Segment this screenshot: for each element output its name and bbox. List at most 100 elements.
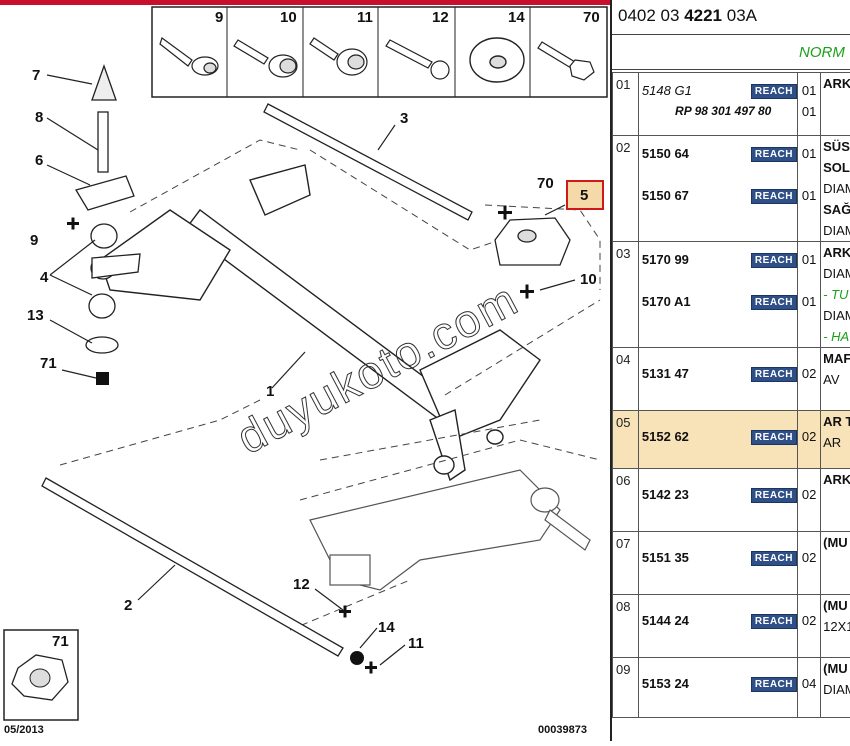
diagram-date: 05/2013: [4, 724, 44, 736]
description-line: DIAM: [821, 305, 850, 326]
hex-bolt-icon: [538, 42, 594, 80]
icon-num-14: 14: [508, 9, 525, 26]
norm-header: NORM: [612, 34, 850, 70]
quantity: 02: [802, 613, 816, 628]
description-line: 12X1: [821, 616, 850, 637]
replacement-part-number[interactable]: RP 98 301 497 80: [675, 104, 771, 118]
quantity: 01: [802, 104, 816, 119]
quantity: 01: [802, 146, 816, 161]
reach-badge: REACH: [751, 295, 797, 310]
row-index: 03: [613, 242, 639, 348]
row-index: 02: [613, 136, 639, 242]
reach-badge: REACH: [751, 253, 797, 268]
description-cell: (MU12X1: [821, 595, 850, 658]
left-parts-stack: [76, 66, 140, 353]
description-line: AR T: [821, 411, 850, 432]
part-number[interactable]: 5142 23: [642, 487, 689, 502]
row-index: 08: [613, 595, 639, 658]
description-line: MAF: [821, 348, 850, 369]
quantity: 01: [802, 188, 816, 203]
callout-11: 11: [408, 635, 424, 652]
callout-8: 8: [35, 109, 43, 126]
reach-badge: REACH: [751, 614, 797, 629]
flange-bolt-icon: [310, 38, 367, 75]
callout-13: 13: [27, 307, 44, 324]
row-index: 01: [613, 73, 639, 136]
description-line: ARK: [821, 242, 850, 263]
part-number[interactable]: 5148 G1: [642, 83, 692, 98]
icon-num-11: 11: [357, 9, 373, 26]
reach-badge: REACH: [751, 430, 797, 445]
description-line: DIAM: [821, 263, 850, 284]
bolt-washer-icon: [234, 40, 297, 77]
rear-axle-drawing: 9 10 11 12 14 70: [0, 0, 610, 741]
reference-number: 0402 03 4221 03A: [618, 6, 757, 26]
part-number[interactable]: 5170 A1: [642, 294, 691, 309]
description-line: (MU: [821, 658, 850, 679]
reach-badge: REACH: [751, 677, 797, 692]
quantity: 02: [802, 487, 816, 502]
trailing-arm: [310, 470, 590, 590]
callout-4: 4: [40, 269, 49, 286]
reach-badge: REACH: [751, 488, 797, 503]
row-index: 06: [613, 469, 639, 532]
screw-icon: [160, 38, 218, 75]
torsion-bar-upper: [264, 104, 472, 220]
part-number[interactable]: 5170 99: [642, 252, 689, 267]
description-cell: ARK: [821, 73, 850, 136]
torsion-bar-lower: [42, 478, 343, 656]
description-cell: ARKDIAM- TUDIAM- HA: [821, 242, 850, 348]
quantity: 01: [802, 83, 816, 98]
callout-7: 7: [32, 67, 40, 84]
description-line: (MU: [821, 595, 850, 616]
part-number[interactable]: 5152 62: [642, 429, 689, 444]
part-number[interactable]: 5150 67: [642, 188, 689, 203]
quantity: 01: [802, 252, 816, 267]
reach-badge: REACH: [751, 367, 797, 382]
description-line: - TU: [821, 284, 850, 305]
callout-9: 9: [30, 232, 38, 249]
part-number[interactable]: 5151 35: [642, 550, 689, 565]
part-number[interactable]: 5153 24: [642, 676, 689, 691]
description-line: AV: [821, 369, 850, 390]
quantity: 02: [802, 429, 816, 444]
reach-badge: REACH: [751, 189, 797, 204]
description-cell: (MUDIAM: [821, 658, 850, 718]
icon-num-12: 12: [432, 9, 449, 26]
quantity: 01: [802, 294, 816, 309]
row-index: 09: [613, 658, 639, 718]
row-index: 05: [613, 411, 639, 469]
description-cell: SÜSSOLDIAMSAĞDIAM: [821, 136, 850, 242]
row-index: 04: [613, 348, 639, 411]
quantity: 02: [802, 366, 816, 381]
suspension-mount: [495, 218, 570, 265]
part-number[interactable]: 5131 47: [642, 366, 689, 381]
callout-70: 70: [537, 175, 554, 192]
description-line: DIAM: [821, 679, 850, 700]
quantity: 04: [802, 676, 816, 691]
part-number[interactable]: 5144 24: [642, 613, 689, 628]
description-cell: (MU: [821, 532, 850, 595]
callout-5: 5: [580, 187, 588, 204]
callout-2: 2: [124, 597, 132, 614]
description-line: AR: [821, 432, 850, 453]
exploded-parts-diagram: 9 10 11 12 14 70: [0, 0, 610, 741]
part-number[interactable]: 5150 64: [642, 146, 689, 161]
callout-12: 12: [293, 576, 310, 593]
